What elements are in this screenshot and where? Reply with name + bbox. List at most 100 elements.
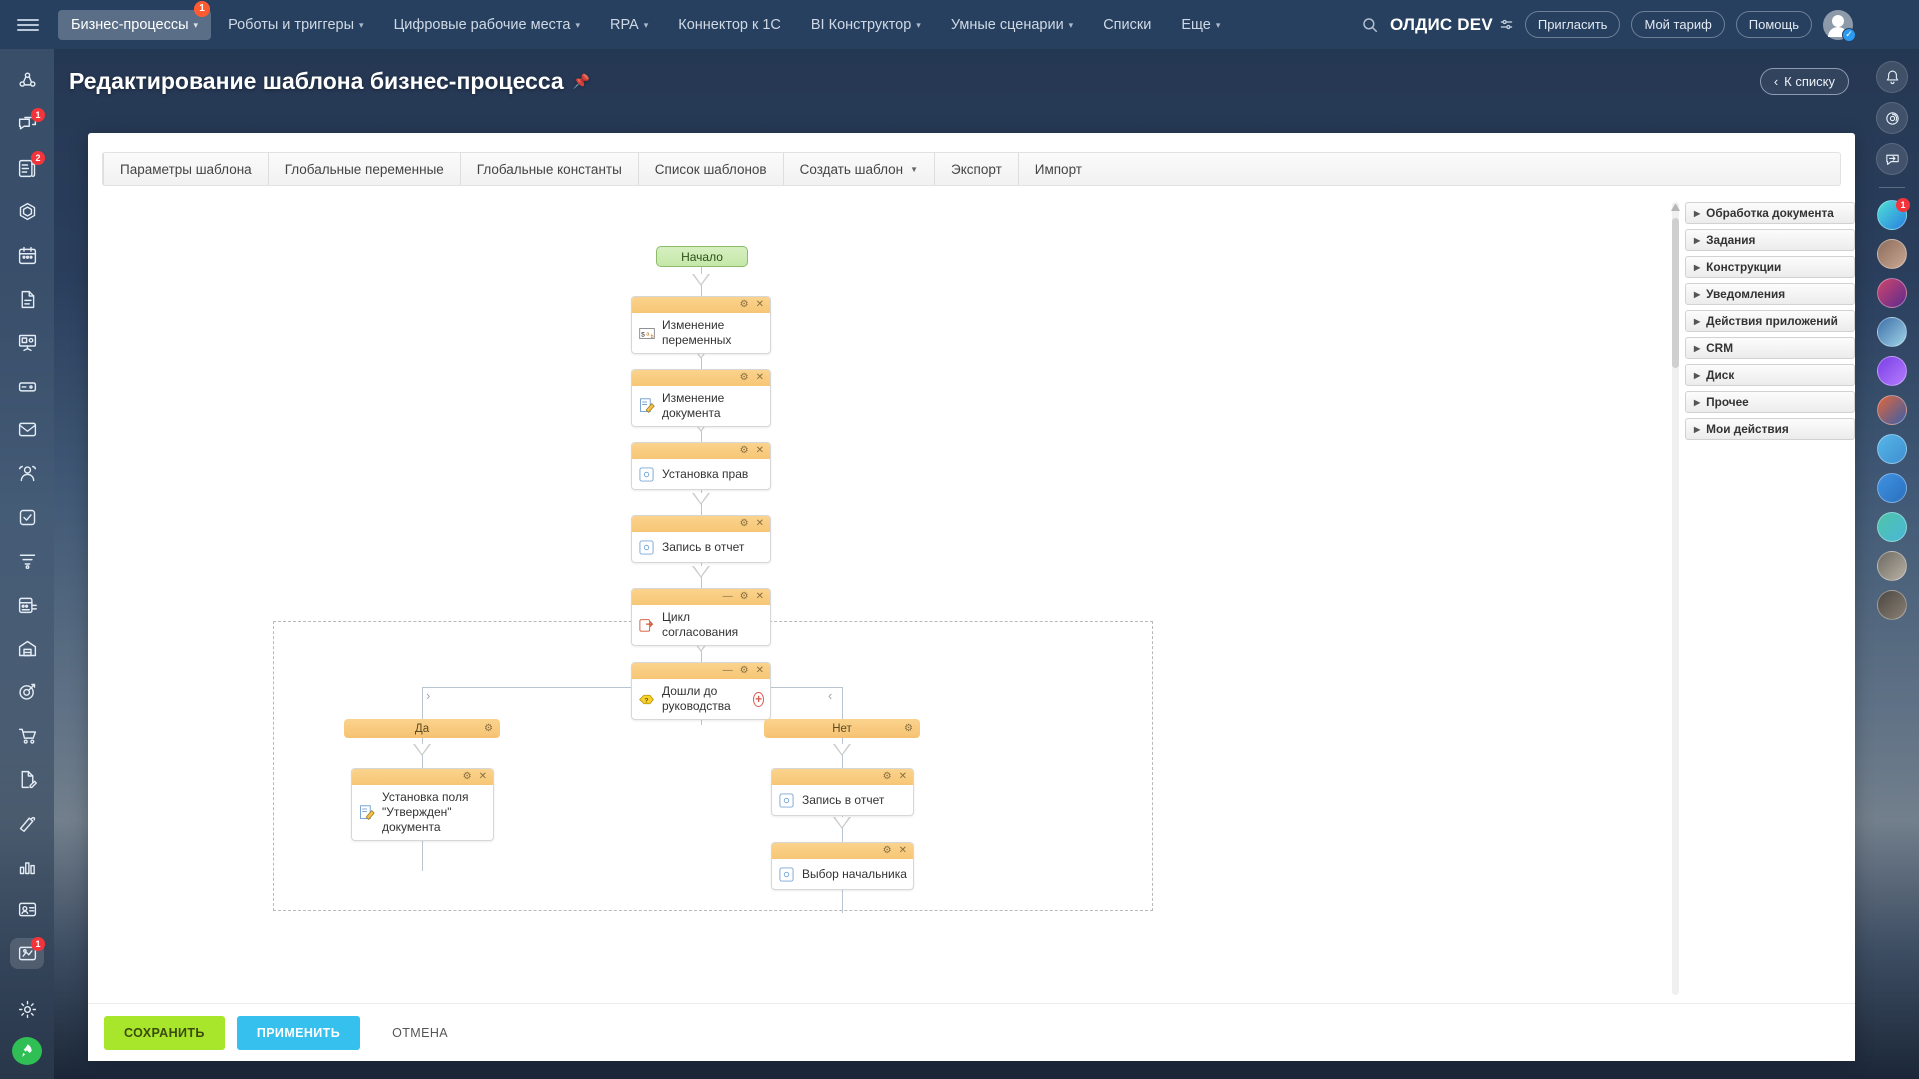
palette-item-0[interactable]: ▶Обработка документа xyxy=(1685,202,1855,224)
close-icon[interactable]: ✕ xyxy=(755,372,764,383)
rail-network-icon[interactable] xyxy=(10,65,44,97)
palette-item-1[interactable]: ▶Задания xyxy=(1685,229,1855,251)
rail-signature-icon[interactable] xyxy=(10,763,44,795)
my-plan-button[interactable]: Мой тариф xyxy=(1631,11,1725,38)
gear-icon[interactable]: ⚙ xyxy=(739,445,749,456)
rocket-icon[interactable] xyxy=(12,1037,42,1066)
tab-5[interactable]: Экспорт xyxy=(934,153,1018,185)
search-icon[interactable] xyxy=(1361,16,1379,34)
rail-funnel-icon[interactable] xyxy=(10,545,44,577)
flow-node-condition[interactable]: — ⚙ ✕ ? Дошли до руководства + xyxy=(631,662,771,720)
palette-item-7[interactable]: ▶Прочее xyxy=(1685,391,1855,413)
rail-contacts-icon[interactable] xyxy=(10,458,44,490)
bot-avatar[interactable]: 1 xyxy=(1877,198,1910,230)
nav-item-2[interactable]: Цифровые рабочие места▾ xyxy=(381,10,593,40)
gear-icon[interactable]: ⚙ xyxy=(882,845,892,856)
palette-item-8[interactable]: ▶Мои действия xyxy=(1685,418,1855,440)
rail-hexagon-icon[interactable] xyxy=(10,196,44,228)
avatar[interactable]: ✓ xyxy=(1823,9,1856,42)
rail-target-icon[interactable] xyxy=(10,676,44,708)
flow-node-set-rights[interactable]: ⚙ ✕ Установка прав xyxy=(631,442,771,490)
user-avatar-2[interactable] xyxy=(1877,278,1907,308)
gear-icon[interactable]: ⚙ xyxy=(462,771,472,782)
nav-item-7[interactable]: Списки xyxy=(1090,10,1164,40)
rail-warehouse-icon[interactable] xyxy=(10,632,44,664)
close-icon[interactable]: ✕ xyxy=(755,299,764,310)
canvas-scrollbar[interactable] xyxy=(1671,202,1680,995)
tab-6[interactable]: Импорт xyxy=(1017,153,1098,185)
rail-automation-icon[interactable]: 1 xyxy=(10,936,45,970)
palette-item-4[interactable]: ▶Действия приложений xyxy=(1685,310,1855,332)
user-avatar-4[interactable] xyxy=(1877,356,1907,386)
collapse-icon[interactable]: — xyxy=(722,591,733,602)
gear-icon[interactable]: ⚙ xyxy=(882,771,892,782)
pulse-icon[interactable] xyxy=(1876,102,1908,134)
rail-drive-icon[interactable] xyxy=(10,370,44,402)
flow-node-report-write[interactable]: ⚙ ✕ Запись в отчет xyxy=(631,515,771,563)
palette-item-5[interactable]: ▶CRM xyxy=(1685,337,1855,359)
flow-node-report-write-2[interactable]: ⚙ ✕ Запись в отчет xyxy=(771,768,914,816)
branch-yes[interactable]: Да ⚙ xyxy=(344,719,500,738)
flow-node-select-manager[interactable]: ⚙ ✕ Выбор начальника xyxy=(771,842,914,890)
nav-item-1[interactable]: Роботы и триггеры▾ xyxy=(215,10,377,40)
scroll-up-arrow-icon[interactable] xyxy=(1671,202,1680,211)
rail-calendar-icon[interactable] xyxy=(10,240,44,272)
palette-item-2[interactable]: ▶Конструкции xyxy=(1685,256,1855,278)
gear-icon[interactable]: ⚙ xyxy=(904,723,913,734)
flow-node-edit-document[interactable]: ⚙ ✕ Изменение документа xyxy=(631,369,771,427)
close-icon[interactable]: ✕ xyxy=(478,771,487,782)
rail-mail-icon[interactable] xyxy=(10,414,44,446)
nav-item-6[interactable]: Умные сценарии▾ xyxy=(938,10,1086,40)
user-avatar-1[interactable] xyxy=(1877,239,1907,269)
gear-icon[interactable]: ⚙ xyxy=(739,665,749,676)
gear-icon[interactable]: ⚙ xyxy=(739,518,749,529)
gear-icon[interactable]: ⚙ xyxy=(739,372,749,383)
tab-2[interactable]: Глобальные константы xyxy=(459,153,638,185)
chat-transfer-icon[interactable] xyxy=(1876,143,1908,175)
docs-avatar[interactable] xyxy=(1877,512,1907,542)
flow-node-approval-loop[interactable]: — ⚙ ✕ Цикл согласования xyxy=(631,588,771,646)
bookmark-avatar[interactable] xyxy=(1877,473,1907,503)
nav-item-4[interactable]: Коннектор к 1С xyxy=(665,10,794,40)
save-button[interactable]: СОХРАНИТЬ xyxy=(104,1015,225,1050)
rail-document-icon[interactable] xyxy=(10,283,44,315)
rail-pen-icon[interactable] xyxy=(10,807,44,839)
user-avatar-3[interactable] xyxy=(1877,317,1907,347)
add-branch-button[interactable]: + xyxy=(753,691,764,707)
tab-1[interactable]: Глобальные переменные xyxy=(267,153,460,185)
branch-no[interactable]: Нет ⚙ xyxy=(764,719,920,738)
rail-chat-icon[interactable]: 1 xyxy=(10,107,45,141)
user-avatar-5[interactable] xyxy=(1877,395,1907,425)
hamburger-icon[interactable] xyxy=(0,0,56,49)
nav-item-3[interactable]: RPA▾ xyxy=(597,10,661,40)
close-icon[interactable]: ✕ xyxy=(898,845,907,856)
close-icon[interactable]: ✕ xyxy=(755,518,764,529)
cancel-button[interactable]: ОТМЕНА xyxy=(372,1016,468,1050)
help-button[interactable]: Помощь xyxy=(1735,11,1812,38)
start-node[interactable]: Начало xyxy=(656,246,748,267)
gear-icon[interactable]: ⚙ xyxy=(484,723,493,734)
apply-button[interactable]: ПРИМЕНИТЬ xyxy=(236,1015,361,1050)
rail-cart-icon[interactable] xyxy=(10,720,44,752)
pin-icon[interactable]: 📌 xyxy=(572,73,591,89)
close-icon[interactable]: ✕ xyxy=(755,445,764,456)
tab-4[interactable]: Создать шаблон▼ xyxy=(782,153,934,185)
user-avatar-6[interactable] xyxy=(1877,551,1907,581)
flow-node-set-approved-field[interactable]: ⚙ ✕ Установка поля "Утвержден" документа xyxy=(351,768,494,841)
palette-item-6[interactable]: ▶Диск xyxy=(1685,364,1855,386)
gear-icon[interactable]: ⚙ xyxy=(739,299,749,310)
close-icon[interactable]: ✕ xyxy=(755,591,764,602)
rail-planner-icon[interactable] xyxy=(10,589,44,621)
rail-chart-icon[interactable] xyxy=(10,851,44,883)
nav-item-5[interactable]: BI Конструктор▾ xyxy=(798,10,934,40)
back-to-list-button[interactable]: ‹ К списку xyxy=(1759,68,1849,95)
chat-group-avatar[interactable] xyxy=(1877,434,1907,464)
tab-0[interactable]: Параметры шаблона xyxy=(103,153,268,185)
scrollbar-thumb[interactable] xyxy=(1672,218,1679,368)
rail-news-feed-icon[interactable]: 2 xyxy=(10,151,45,184)
rail-id-card-icon[interactable] xyxy=(10,894,44,926)
user-avatar-7[interactable] xyxy=(1877,590,1907,620)
gear-icon[interactable] xyxy=(10,993,44,1025)
